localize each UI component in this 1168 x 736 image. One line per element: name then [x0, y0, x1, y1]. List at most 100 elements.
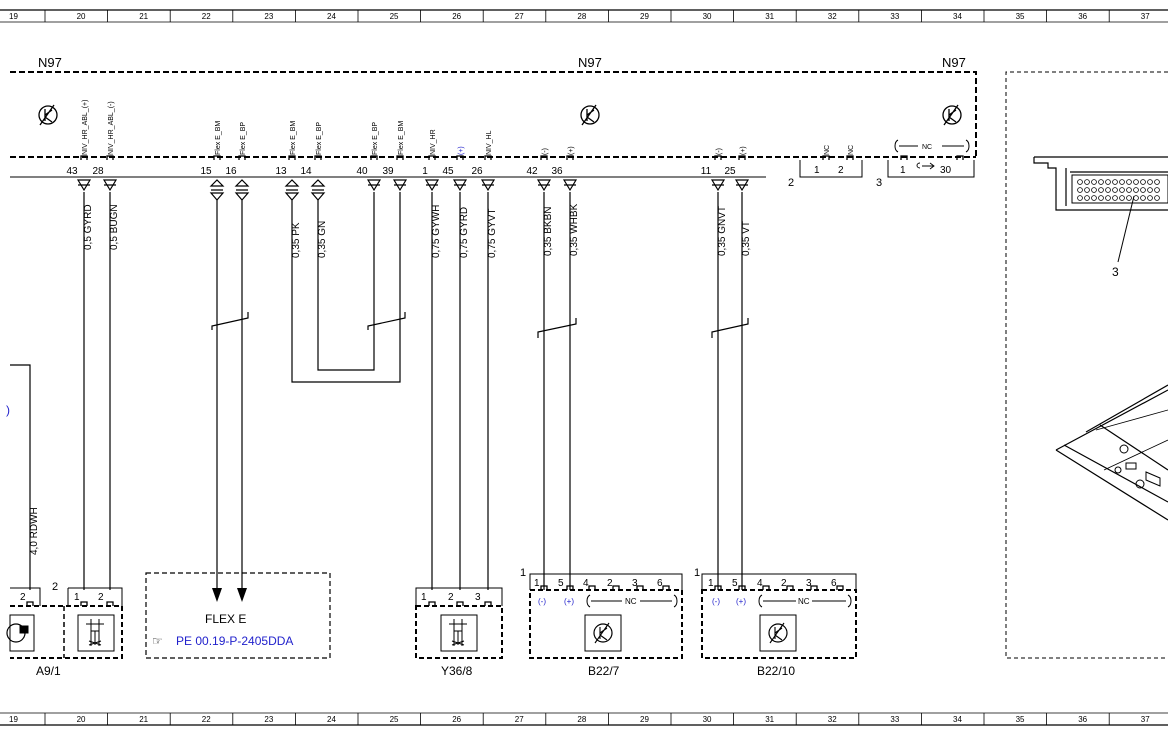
pin-number: 6 — [657, 578, 663, 589]
pin-number: 2 — [448, 592, 454, 603]
module-label-center: N97 — [578, 55, 602, 70]
grid-number: 25 — [390, 12, 399, 21]
pin-name: NC — [848, 145, 855, 155]
pin-number: 30 — [940, 165, 952, 176]
connector-label: 2 — [52, 581, 58, 593]
control-unit-icon — [38, 104, 962, 126]
module-pin-names: NIV_HR_ABL_(+) NIV_HR_ABL_(-) Flex E_BM … — [82, 100, 855, 155]
pin-number: 1 — [900, 165, 906, 176]
grid-number: 29 — [640, 12, 649, 21]
wire-label: 4,0 RDWH — [29, 507, 40, 555]
grid-number: 25 — [390, 715, 399, 724]
component-label: B22/10 — [757, 664, 795, 678]
grid-number: 19 — [9, 715, 18, 724]
grid-number: 27 — [515, 715, 524, 724]
partial-symbol: ) — [6, 403, 10, 417]
pin-name: (-) — [716, 148, 723, 155]
nc-label: NC — [798, 597, 810, 606]
wire-labels: 0,5 GYRD 0,5 BUGN 0,35 PK 0,35 GN 0,75 G… — [29, 203, 752, 555]
pin-number: 2 — [781, 578, 787, 589]
grid-number: 33 — [890, 715, 899, 724]
flex-e-reference-link[interactable]: PE 00.19-P-2405DDA — [176, 634, 293, 648]
pin-name: Flex E_BP — [372, 122, 379, 155]
wire-label: 0,35 WHBK — [569, 203, 580, 256]
grid-number: 35 — [1016, 12, 1025, 21]
pin-name: (-) — [542, 148, 549, 155]
grid-number: 22 — [202, 715, 211, 724]
pin-number: 4 — [583, 578, 589, 589]
pin-number: 42 — [526, 166, 538, 177]
flex-e-label: FLEX E — [205, 612, 246, 626]
pin-number: 5 — [732, 578, 738, 589]
grid-number: 34 — [953, 12, 962, 21]
pin-number: 15 — [200, 166, 212, 177]
module-label-left: N97 — [38, 55, 62, 70]
flex-e-box — [145, 572, 331, 659]
grid-number: 23 — [264, 715, 273, 724]
component-a9-1 — [6, 587, 123, 659]
pin-number: 1 — [534, 578, 540, 589]
grid-number: 27 — [515, 12, 524, 21]
pin-name: NIV_HL — [486, 130, 493, 155]
grid-number: 31 — [765, 715, 774, 724]
grid-number: 28 — [577, 715, 586, 724]
wire-label: 0,5 BUGN — [109, 204, 120, 250]
connector-label: 1 — [694, 567, 700, 579]
pin-number: 13 — [275, 166, 287, 177]
grid-number: 31 — [765, 12, 774, 21]
grid-number: 33 — [890, 12, 899, 21]
pin-name: Flex E_BM — [290, 121, 297, 155]
polarity-sign: (+) — [564, 597, 574, 606]
pin-number: 3 — [806, 578, 812, 589]
nc-label: NC — [922, 144, 932, 151]
grid-number: 29 — [640, 715, 649, 724]
pin-number: 16 — [225, 166, 237, 177]
grid-number: 24 — [327, 12, 336, 21]
pin-number: 1 — [421, 592, 427, 603]
pin-number: 2 — [607, 578, 613, 589]
grid-number: 20 — [77, 715, 86, 724]
pin-number: 28 — [92, 166, 104, 177]
pin-number: 39 — [382, 166, 394, 177]
nc-label: NC — [625, 597, 637, 606]
pin-name: Flex E_BP — [240, 122, 247, 155]
wire-label: 0,35 VT — [741, 221, 752, 256]
pin-number: 14 — [300, 166, 312, 177]
pin-number: 1 — [708, 578, 714, 589]
pin-number: 1 — [422, 166, 428, 177]
pin-name: NIV_HR_ABL_(-) — [108, 101, 115, 155]
grid-number: 23 — [264, 12, 273, 21]
grid-number: 36 — [1078, 12, 1087, 21]
grid-number: 35 — [1016, 715, 1025, 724]
flex-e-arrows — [212, 588, 247, 602]
wire-label: 0,35 PK — [291, 222, 302, 258]
polarity-sign: (+) — [736, 597, 746, 606]
connector-label: 1 — [520, 567, 526, 579]
pin-number: 1 — [814, 165, 820, 176]
nc-bracket — [894, 139, 970, 170]
grid-number: 30 — [703, 12, 712, 21]
grid-number: 22 — [202, 12, 211, 21]
grid-number: 28 — [577, 12, 586, 21]
wire-label: 0,35 GNVT — [717, 206, 728, 256]
pin-name: Flex E_BM — [215, 121, 222, 155]
reference-hand-icon: ☞ — [152, 634, 163, 648]
grid-number: 21 — [139, 715, 148, 724]
pin-number: 2 — [838, 165, 844, 176]
connector-label: 2 — [788, 177, 794, 189]
pin-number: 43 — [66, 166, 78, 177]
grid-number: 30 — [703, 715, 712, 724]
grid-number: 32 — [828, 715, 837, 724]
component-label: A9/1 — [36, 664, 61, 678]
grid-number: 26 — [452, 12, 461, 21]
pin-number: 11 — [701, 166, 712, 177]
component-b22-7 — [529, 573, 683, 659]
grid-number: 20 — [77, 12, 86, 21]
pin-number: 25 — [724, 166, 736, 177]
pin-number: 2 — [98, 592, 104, 603]
module-label-right: N97 — [942, 55, 966, 70]
wire-label: 0,35 GN — [317, 221, 328, 258]
grid-number: 24 — [327, 715, 336, 724]
grid-number: 37 — [1141, 12, 1150, 21]
